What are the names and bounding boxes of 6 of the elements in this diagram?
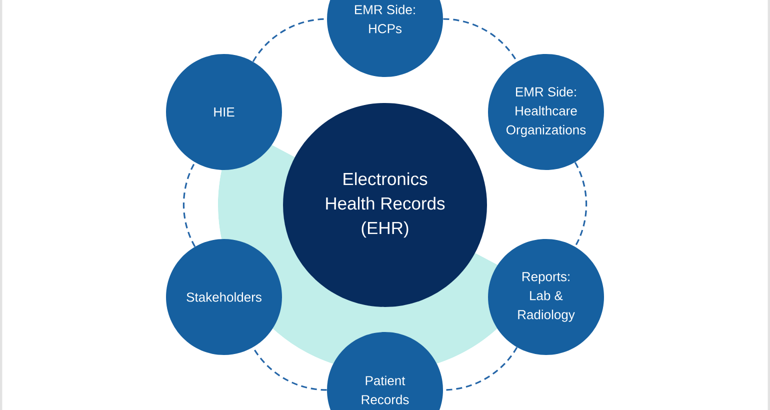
connector-arc: [252, 346, 327, 391]
connector-arc: [574, 162, 588, 247]
connector-arc: [443, 346, 518, 391]
connector-arc: [252, 18, 327, 62]
connector-arc: [443, 18, 518, 62]
connector-arc: [182, 162, 196, 247]
